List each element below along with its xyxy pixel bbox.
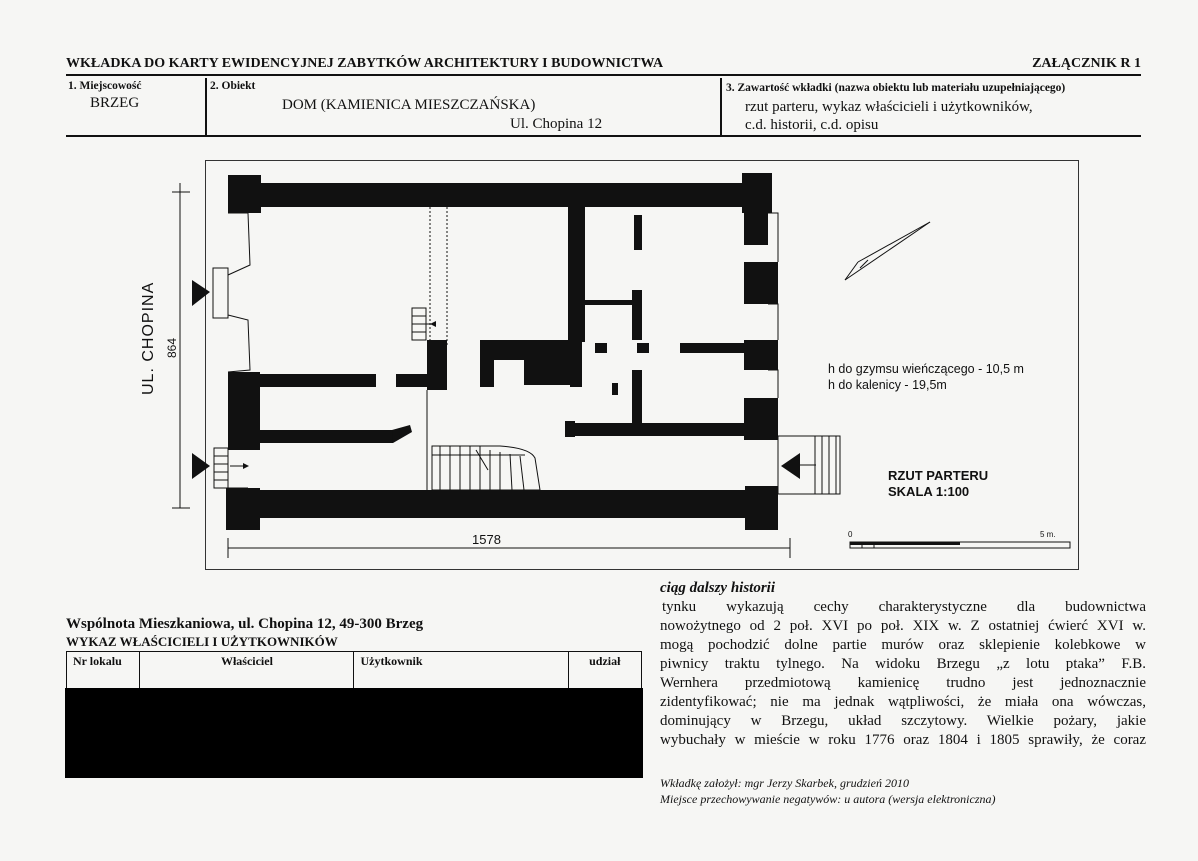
height-ridge: h do kalenicy - 19,5m [828,378,947,392]
floor-plan-frame [205,160,1079,570]
street-label: UL. CHOPINA [140,281,157,395]
plan-scale: SKALA 1:100 [888,484,970,499]
field-divider-2 [720,78,722,136]
plan-title: RZUT PARTERU [888,468,989,483]
col-user-header: Użytkownik [353,651,569,689]
contents-line-2: c.d. historii, c.d. opisu [745,117,879,133]
scalebar-end-label: 5 m. [1040,530,1056,539]
object-label: 2. Obiekt [210,80,256,92]
footer-negatives: Miejsce przechowywanie negatywów: u auto… [660,792,996,806]
owners-table: Nr lokalu Właściciel Użytkownik udział [65,651,643,689]
document-title: WKŁADKA DO KARTY EWIDENCYJNEJ ZABYTKÓW A… [66,56,664,71]
locality-label: 1. Miejscowość [68,80,142,92]
history-line: wybuchały w mieście w roku 1776 oraz 180… [660,732,1146,748]
height-cornice: h do gzymsu wieńczącego - 10,5 m [828,362,1024,376]
history-line: zidentyfikować; nie ma jednak wątpliwośc… [660,694,1146,710]
fields-bottom-rule [66,135,1141,137]
col-owner-header: Właściciel [139,651,355,689]
history-line: mogą pochodzić dolne partie murów oraz s… [660,637,1146,653]
history-line: Wernhera przedmiotową kamienicę trudno j… [660,675,1146,691]
history-line: piwnicy traktu tylnego. Na widoku Brzegu… [660,656,1146,672]
col-share-header: udział [567,651,643,689]
owners-table-header: Nr lokalu Właściciel Użytkownik udział [65,651,643,689]
history-heading: ciąg dalszy historii [660,580,776,596]
contents-label: 3. Zawartość wkładki (nazwa obiektu lub … [726,82,1066,94]
scalebar-start-label: 0 [848,530,853,539]
owners-list-title: WYKAZ WŁAŚCICIELI I UŻYTKOWNIKÓW [66,634,338,649]
width-dimension: 1578 [472,532,501,547]
footer-author: Wkładkę założył: mgr Jerzy Skarbek, grud… [660,776,909,790]
association-address: Wspólnota Mieszkaniowa, ul. Chopina 12, … [66,616,424,632]
history-line: nowożytnego od 2 poł. XVI po poł. XIX w.… [660,618,1146,634]
object-value: DOM (KAMIENICA MIESZCZAŃSKA) [282,97,536,113]
document-header: WKŁADKA DO KARTY EWIDENCYJNEJ ZABYTKÓW A… [66,56,1141,72]
object-address: Ul. Chopina 12 [510,116,603,132]
attachment-label: ZAŁĄCZNIK R 1 [1032,56,1141,71]
depth-dimension: 864 [165,337,179,358]
field-divider-1 [205,78,207,136]
contents-line-1: rzut parteru, wykaz właścicieli i użytko… [745,99,1033,115]
col-nr-header: Nr lokalu [65,651,141,689]
locality-value: BRZEG [90,95,140,111]
redacted-owners-block [65,688,643,778]
header-rule [66,74,1141,76]
history-line: dominujący w Brzegu, układ szczytowy. Wi… [660,713,1146,729]
history-text: tynku wykazują cechy charakterystyczne d… [660,598,1146,750]
history-line: tynku wykazują cechy charakterystyczne d… [662,599,1146,615]
